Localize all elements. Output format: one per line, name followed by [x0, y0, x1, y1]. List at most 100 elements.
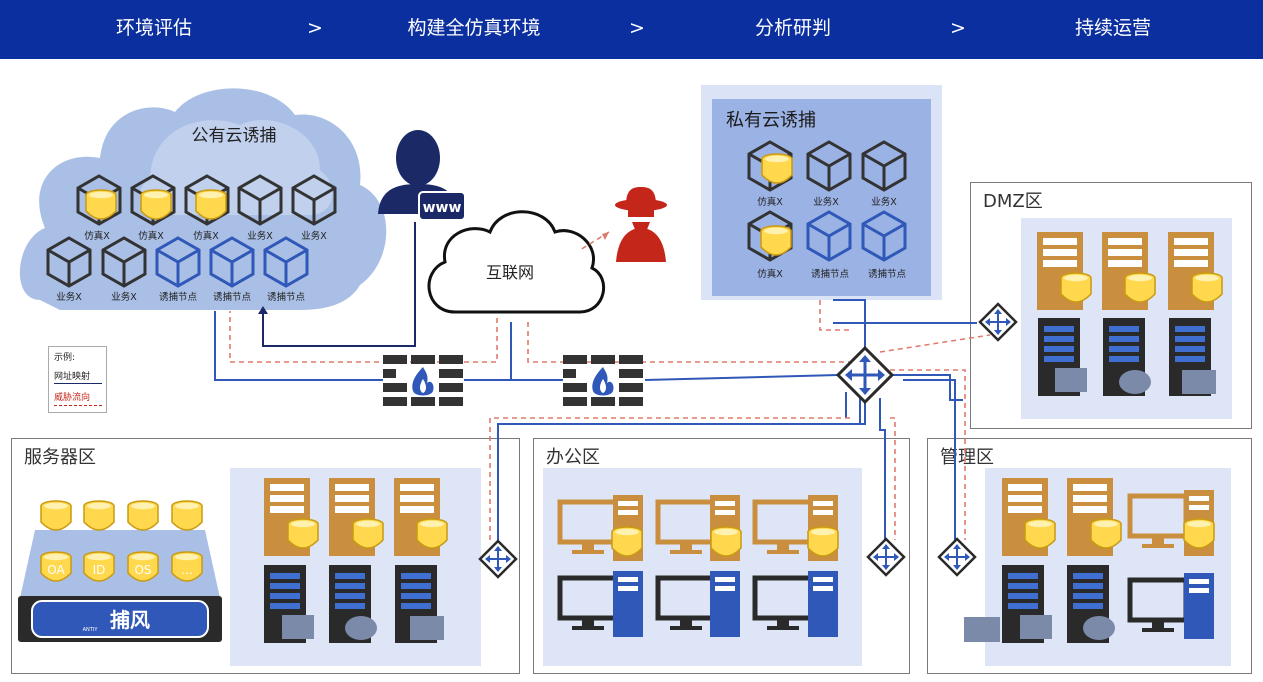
public-node-label: 诱捕节点	[267, 291, 306, 303]
private-trap-node-1	[806, 210, 852, 262]
public-sim-code-icon	[195, 189, 227, 220]
public-node-label: 诱捕节点	[159, 291, 198, 303]
office-tower-blue-2	[710, 571, 740, 637]
public-node-label: 仿真X	[138, 230, 164, 242]
legend-threat-line	[54, 405, 102, 406]
private-trap-node-2	[861, 210, 907, 262]
step-build-simulation: 构建全仿真环境	[407, 17, 541, 39]
private-sim-file-icon	[761, 153, 793, 184]
office-code-honeypot-icon	[710, 526, 742, 557]
office-apps-honeypot-icon	[807, 526, 839, 557]
private-node-label: 仿真X	[757, 268, 783, 280]
mgmt-code-honeypot-icon	[1183, 518, 1215, 549]
private-cloud-title: 私有云诱捕	[726, 110, 816, 131]
private-cloud-panel: 私有云诱捕	[712, 99, 931, 296]
public-sim-db-icon	[140, 189, 172, 220]
office-file-honeypot-icon	[611, 526, 643, 557]
public-cloud-title: 公有云诱捕	[192, 126, 277, 146]
folder-icon	[1055, 368, 1087, 392]
management-zone-label: 管理区	[940, 447, 994, 468]
www-label: www	[423, 200, 462, 216]
public-node-label: 仿真X	[84, 230, 110, 242]
database-icon	[1083, 616, 1115, 640]
private-node-label: 业务X	[813, 196, 839, 208]
legend-mapping-line	[54, 383, 102, 384]
network-lines	[214, 299, 977, 540]
legend-threat-label: 威胁流向	[54, 393, 91, 403]
honeypot-appliance	[18, 530, 222, 642]
coin-label: …	[181, 563, 193, 577]
private-node-label: 诱捕节点	[868, 268, 907, 280]
office-monitor-dark-1	[560, 578, 616, 630]
public-node-label: 诱捕节点	[213, 291, 252, 303]
legend-mapping-label: 网址映射	[54, 372, 91, 382]
appliance-file-coin	[40, 500, 72, 531]
office-monitor-dark-3	[755, 578, 811, 630]
server-db-honeypot-icon	[352, 518, 384, 549]
coin-label: OA	[47, 563, 65, 577]
firewall-icon-2	[563, 355, 643, 406]
coin-label: OS	[134, 563, 151, 577]
private-biz-node-2	[861, 140, 907, 192]
coin-label: ID	[93, 563, 106, 577]
office-tower-blue-3	[808, 571, 838, 637]
internet-cloud	[427, 210, 606, 314]
mgmt-monitor-tan	[1130, 496, 1186, 548]
private-node-label: 仿真X	[757, 196, 783, 208]
threat-lines	[229, 231, 991, 540]
appliance-apps-coin	[171, 500, 203, 531]
legend: 示例: 网址映射 威胁流向	[48, 346, 107, 413]
folder-icon	[282, 615, 314, 639]
mapping-line	[262, 222, 416, 347]
dmz-zone-label: DMZ区	[983, 191, 1043, 212]
management-router-icon	[937, 537, 977, 577]
mgmt-tower-blue	[1184, 573, 1214, 639]
public-node-label: 业务X	[56, 291, 82, 303]
public-node-label: 仿真X	[193, 230, 219, 242]
public-node-label: 业务X	[111, 291, 137, 303]
appliance-code-coin	[127, 500, 159, 531]
office-monitor-dark-2	[658, 578, 714, 630]
server-router-icon	[478, 539, 518, 579]
internet-label: 互联网	[486, 263, 534, 282]
mgmt-file-honeypot-icon	[1024, 518, 1056, 549]
public-node-label: 业务X	[247, 230, 273, 242]
step-separator: >	[950, 17, 966, 39]
server-code-honeypot-icon	[416, 518, 448, 549]
step-assessment: 环境评估	[115, 17, 193, 39]
step-separator: >	[629, 17, 645, 39]
legend-title: 示例:	[54, 353, 76, 363]
private-biz-node-1	[806, 140, 852, 192]
database-icon	[345, 616, 377, 640]
firewall-icon-1	[383, 355, 463, 406]
dmz-db-honeypot-icon	[1124, 272, 1156, 303]
www-badge	[418, 191, 466, 221]
public-node-label: 业务X	[301, 230, 327, 242]
appliance-brand: 捕风	[110, 608, 150, 632]
private-node-label: 诱捕节点	[811, 268, 850, 280]
office-zone-label: 办公区	[546, 447, 600, 468]
office-monitor-tan-1	[560, 502, 616, 554]
office-monitor-tan-2	[658, 502, 714, 554]
appliance-db-coin	[83, 500, 115, 531]
private-node-label: 业务X	[871, 196, 897, 208]
folder-icon	[1020, 615, 1052, 639]
appliance-brand-sub: ANTIY	[83, 627, 99, 633]
office-tower-blue-1	[613, 571, 643, 637]
dmz-file-honeypot-icon	[1060, 272, 1092, 303]
step-analysis: 分析研判	[754, 17, 832, 39]
code-window-icon	[410, 616, 444, 640]
private-sim-code-icon	[760, 225, 792, 256]
server-file-honeypot-icon	[287, 518, 319, 549]
office-monitor-tan-3	[755, 502, 811, 554]
hacker-icon	[615, 187, 667, 262]
process-bar: 环境评估 > 构建全仿真环境 > 分析研判 > 持续运营	[0, 0, 1263, 59]
database-icon	[1119, 370, 1151, 394]
dmz-router-icon	[978, 302, 1018, 342]
public-sim-file-icon	[85, 189, 117, 220]
mgmt-monitor-dark	[1130, 580, 1186, 632]
code-window-icon	[964, 617, 1000, 642]
step-operation: 持续运营	[1074, 17, 1152, 39]
step-separator: >	[307, 17, 323, 39]
